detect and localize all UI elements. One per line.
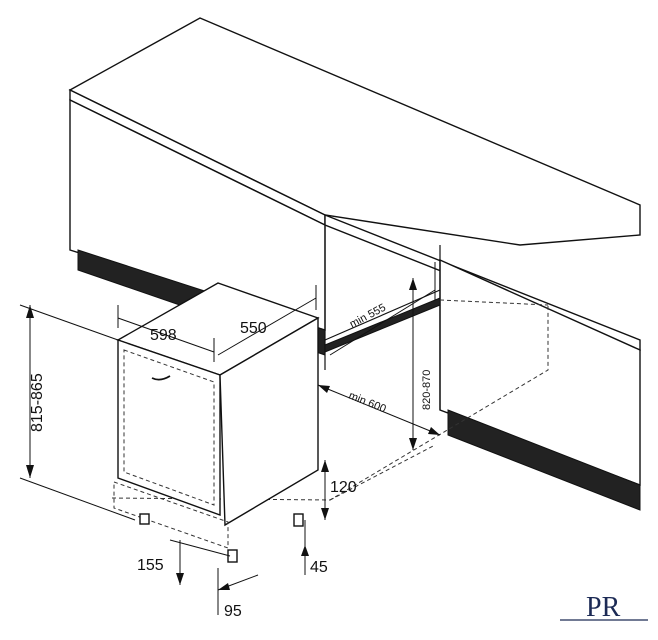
dim-width-line [117, 317, 215, 353]
dim-min600-arrow-left [318, 385, 330, 393]
label-min-600: min 600 [347, 390, 388, 416]
dim-foot-front-arrow [218, 583, 230, 590]
dishwasher-handle [151, 375, 171, 381]
label-height: 815-865 [29, 373, 46, 432]
dim-min600-arrow-right [428, 427, 440, 435]
dim-depth-line [217, 297, 317, 356]
foot-front-left [139, 513, 150, 525]
dim-plinth-arrow-bottom [321, 508, 329, 520]
dim-height-arrow-bottom [26, 465, 34, 478]
dim-height-ext-bottom [19, 477, 136, 521]
label-plinth-height: 120 [330, 479, 357, 496]
label-foot-offset: 155 [137, 557, 164, 574]
dishwasher-kickplate [113, 481, 229, 549]
dishwasher-side [219, 316, 319, 527]
label-foot-to-front: 95 [224, 603, 242, 620]
brand-logo: PR [560, 592, 648, 623]
right-cabinet-plinth [447, 409, 641, 511]
dim-niche-height-arrow-bottom [409, 438, 417, 450]
dim-foot-offset-arrow [176, 573, 184, 585]
dim-min600-line [317, 384, 441, 436]
dim-foot-offset-ext [169, 539, 231, 557]
dishwasher [113, 282, 320, 563]
niche-underside [324, 297, 441, 353]
label-depth: 550 [240, 320, 267, 337]
dimension-lines [19, 262, 441, 615]
dim-min555-line [329, 289, 436, 356]
dim-foot-side-arrow [301, 545, 309, 556]
dim-niche-height-arrow-top [409, 278, 417, 290]
label-niche-height: 820-870 [421, 370, 433, 410]
logo-monogram: PR [586, 592, 621, 623]
foot-front-right [227, 549, 238, 563]
foot-back-right [293, 513, 304, 527]
dim-height-ext-top [19, 304, 119, 341]
niche-floor-dashed-2 [329, 444, 436, 501]
dishwasher-front [117, 339, 221, 516]
label-width: 598 [150, 327, 177, 344]
dim-plinth-arrow-top [321, 460, 329, 472]
dishwasher-front-panel [123, 349, 215, 506]
label-foot-side: 45 [310, 559, 328, 576]
kitchen-cabinets [68, 17, 641, 511]
dim-height-arrow-top [26, 305, 34, 318]
